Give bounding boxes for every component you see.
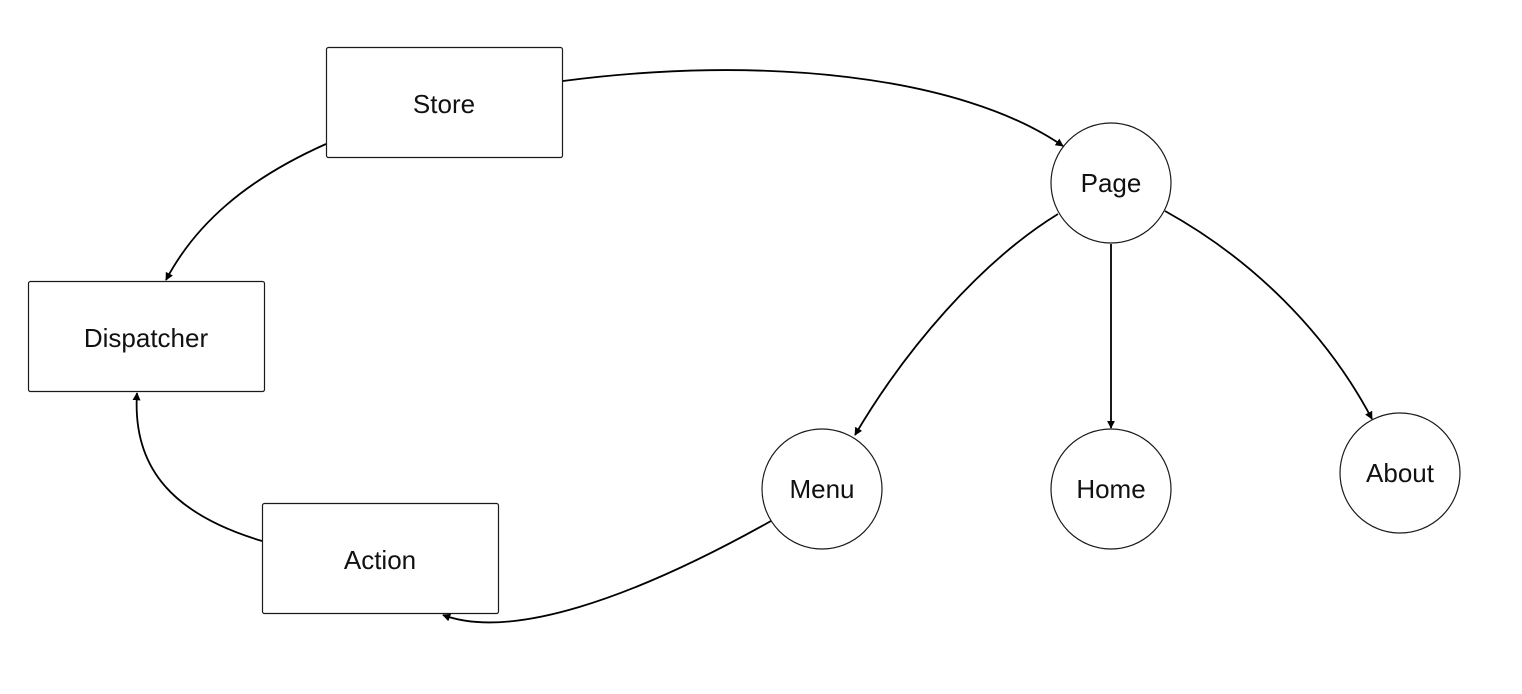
edge-page-to-about [1164,210,1373,420]
edge-page-to-menu [854,213,1059,436]
edge-menu-to-action [442,520,772,624]
node-home: Home [1050,428,1172,550]
node-home-label: Home [1076,474,1145,504]
node-page: Page [1050,122,1172,244]
edge-store-to-page [562,69,1064,147]
node-menu: Menu [761,428,883,550]
edge-store-to-dispatcher [165,143,327,281]
node-about: About [1339,412,1461,534]
node-about-label: About [1366,458,1435,488]
node-menu-label: Menu [789,474,854,504]
node-action-label: Action [344,545,416,575]
node-page-label: Page [1081,168,1142,198]
node-action: Action [261,502,500,615]
node-dispatcher: Dispatcher [27,280,266,393]
edge-action-to-dispatcher [132,392,263,542]
node-store-label: Store [413,89,475,119]
node-store: Store [325,46,564,159]
node-dispatcher-label: Dispatcher [84,323,209,353]
